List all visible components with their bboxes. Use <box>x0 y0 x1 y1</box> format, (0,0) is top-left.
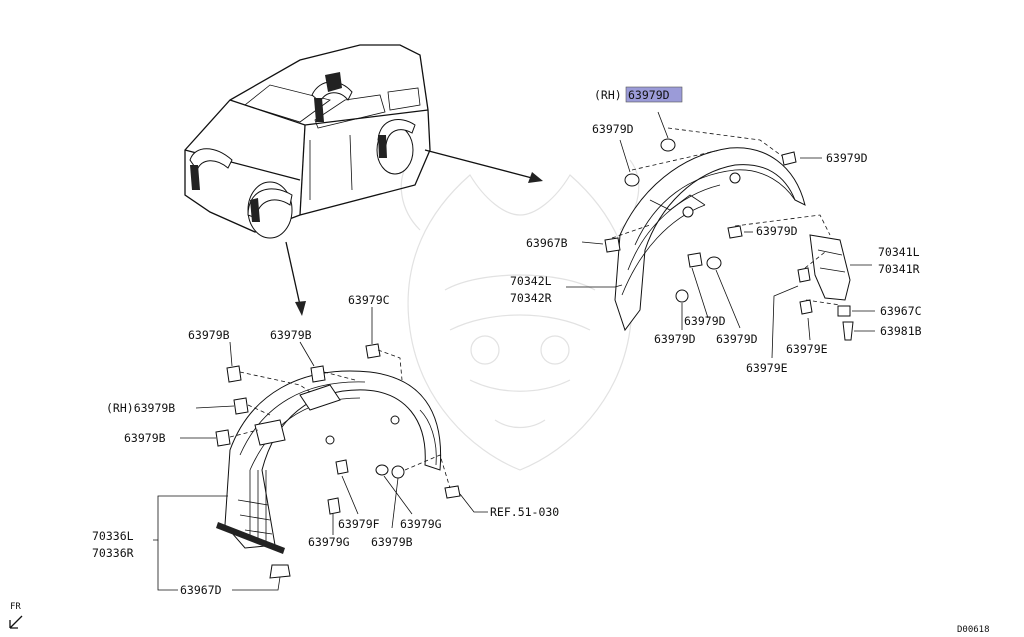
part-number-63967b[interactable]: 63967B <box>526 236 568 250</box>
part-number-63979d-f[interactable]: 63979D <box>716 332 758 346</box>
screw-icon <box>842 321 854 341</box>
clip-fastener-icon <box>327 497 341 515</box>
rear-wheel-liner <box>614 147 851 332</box>
front-label: FR <box>10 602 21 612</box>
part-number-63979d-b[interactable]: 63979D <box>826 151 868 165</box>
clip-fastener-icon <box>687 252 703 268</box>
front-fasteners <box>215 343 461 579</box>
nut-icon <box>837 305 851 317</box>
part-number-70336l[interactable]: 70336L <box>92 529 134 543</box>
part-number-63979c[interactable]: 63979C <box>348 293 390 307</box>
clip-fastener-icon <box>335 459 349 475</box>
clip-fastener-icon <box>781 151 797 166</box>
clip-fastener-icon <box>799 299 813 315</box>
part-number-63979f[interactable]: 63979F <box>338 517 380 531</box>
clip-fastener-icon <box>624 173 640 187</box>
part-number-63979d-e[interactable]: 63979D <box>654 332 696 346</box>
rear-fasteners <box>604 138 854 341</box>
part-number-70341r[interactable]: 70341R <box>878 262 920 276</box>
clip-fastener-icon <box>269 564 291 579</box>
part-number-70342l[interactable]: 70342L <box>510 274 552 288</box>
part-number-63967c[interactable]: 63967C <box>880 304 922 318</box>
part-number-highlighted[interactable]: 63979D <box>628 88 670 102</box>
vehicle-outline <box>184 44 431 239</box>
part-number-63979g-b[interactable]: 63979G <box>308 535 350 549</box>
part-number-63979b-d[interactable]: 63979B <box>371 535 413 549</box>
rear-leader-lines <box>566 111 875 359</box>
clip-fastener-icon <box>604 237 621 253</box>
part-number-63981b[interactable]: 63981B <box>880 324 922 338</box>
part-number-63979b-a[interactable]: 63979B <box>188 328 230 342</box>
clip-fastener-icon <box>310 365 326 383</box>
part-number-63979e-a[interactable]: 63979E <box>786 342 828 356</box>
clip-fastener-icon <box>391 465 405 479</box>
part-number-70336r[interactable]: 70336R <box>92 546 134 560</box>
clip-fastener-icon <box>233 397 249 415</box>
highlight-box <box>625 86 683 103</box>
callout-arrows <box>285 149 543 316</box>
rh-prefix-top: (RH) <box>594 88 622 102</box>
diagram-code: D00618 <box>957 625 990 635</box>
part-number-63979g-a[interactable]: 63979G <box>400 517 442 531</box>
clip-fastener-icon <box>660 138 676 152</box>
part-number-63967d[interactable]: 63967D <box>180 583 222 597</box>
front-arrow-icon: FR <box>9 602 23 629</box>
clip-fastener-icon <box>226 365 242 383</box>
part-number-63979d-d[interactable]: 63979D <box>684 314 726 328</box>
screw-icon <box>444 485 461 499</box>
clip-fastener-icon <box>215 429 231 447</box>
clip-fastener-icon <box>727 225 743 239</box>
front-leader-lines <box>153 307 488 591</box>
part-number-63979d-a[interactable]: 63979D <box>592 122 634 136</box>
clip-fastener-icon <box>706 256 722 270</box>
part-number-63979b-b[interactable]: 63979B <box>270 328 312 342</box>
part-number-rh-63979b[interactable]: (RH)63979B <box>106 401 175 415</box>
part-number-70342r[interactable]: 70342R <box>510 291 552 305</box>
part-number-63979b-c[interactable]: 63979B <box>124 431 166 445</box>
clip-fastener-icon <box>675 289 689 303</box>
clip-fastener-icon <box>365 343 381 359</box>
part-number-63979e-b[interactable]: 63979E <box>746 361 788 375</box>
clip-fastener-icon <box>375 464 389 476</box>
part-number-63979d-c[interactable]: 63979D <box>756 224 798 238</box>
reference-51-030[interactable]: REF.51-030 <box>490 505 559 519</box>
clip-fastener-icon <box>797 267 811 283</box>
part-number-70341l[interactable]: 70341L <box>878 245 920 259</box>
